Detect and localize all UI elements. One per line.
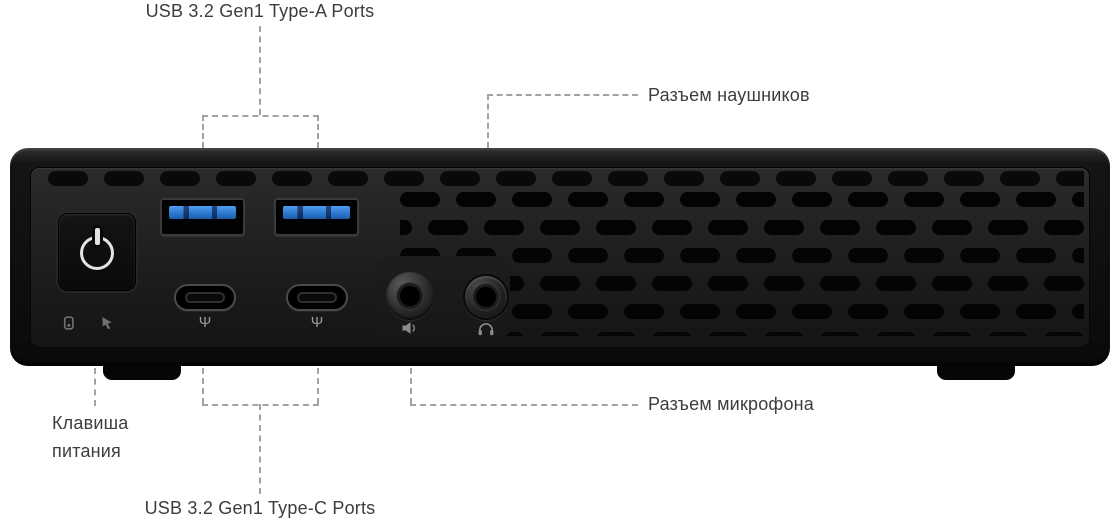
label-mic: Разъем микрофона — [648, 394, 815, 414]
usb-c-port-1 — [174, 284, 236, 311]
usb-icon: Ψ — [310, 314, 324, 331]
headset-icon — [478, 323, 494, 336]
leader-headphone-h — [487, 94, 638, 96]
usb-a-tongue — [169, 206, 236, 219]
speaker-icon — [402, 322, 416, 334]
leader-mic-h — [410, 404, 638, 406]
label-usb-a: USB 3.2 Gen1 Type-A Ports — [145, 1, 375, 21]
vent-strip-top — [48, 171, 1084, 186]
leader-usb-a-stem — [259, 26, 261, 115]
leader-usb-c-stem — [259, 404, 261, 494]
leader-mic-v — [410, 368, 412, 404]
usb-icon: Ψ — [198, 314, 212, 331]
leader-usb-c-leg-2 — [317, 368, 319, 404]
usb-c-port-2 — [286, 284, 348, 311]
headphone-jack — [463, 274, 509, 320]
leader-headphone-v — [487, 94, 489, 148]
device-foot-right — [937, 363, 1015, 380]
cursor-arrow-icon — [102, 317, 112, 330]
usb-a-tongue — [283, 206, 350, 219]
indicator-icon — [63, 316, 74, 330]
usb-a-port-1 — [160, 198, 245, 236]
label-power: Клавиша питания — [52, 413, 129, 461]
usb-a-port-2 — [274, 198, 359, 236]
jack-hole — [476, 287, 496, 307]
usb-c-slot — [297, 292, 337, 303]
jack-hole — [400, 286, 420, 306]
vent-grille — [400, 192, 1084, 336]
leader-usb-a-leg-2 — [317, 115, 319, 148]
microphone-jack — [386, 272, 434, 320]
leader-power — [94, 368, 96, 406]
label-usb-c: USB 3.2 Gen1 Type-C Ports — [144, 498, 376, 518]
device-foot-left — [103, 363, 181, 380]
label-headphone: Разъем наушников — [648, 85, 810, 105]
leader-usb-a-leg-1 — [202, 115, 204, 148]
power-icon-bar — [95, 228, 100, 245]
power-button — [58, 213, 136, 291]
leader-usb-c-leg-1 — [202, 368, 204, 404]
leader-usb-a-bracket — [202, 115, 319, 117]
usb-c-slot — [185, 292, 225, 303]
